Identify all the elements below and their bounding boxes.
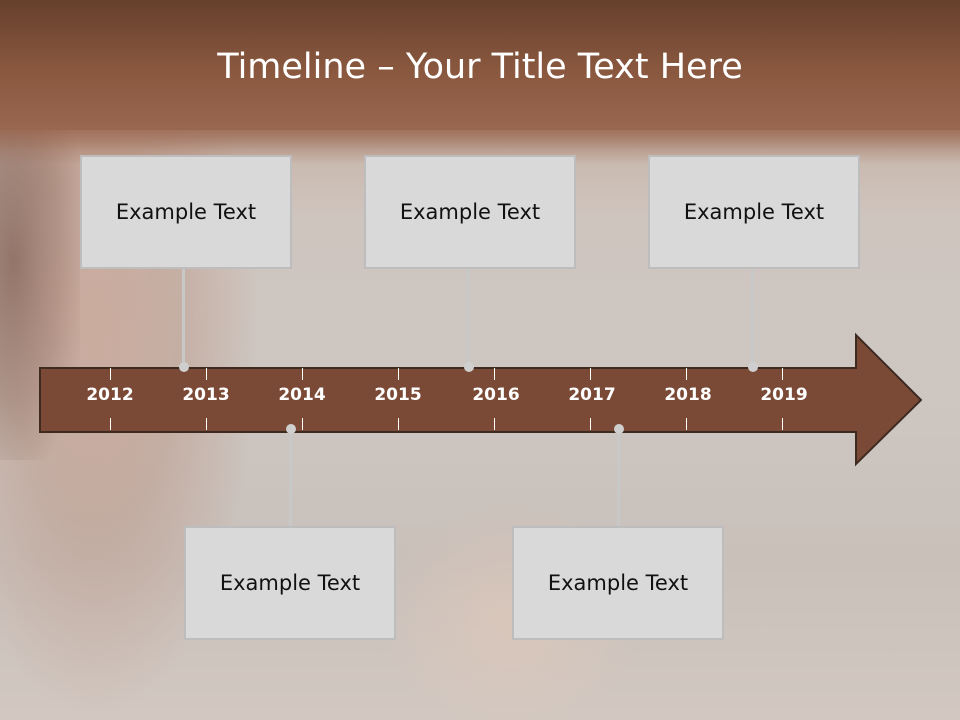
timeline-tick xyxy=(782,368,783,380)
timeline-tick xyxy=(590,418,591,430)
timeline-tick xyxy=(494,418,495,430)
event-box[interactable]: Example Text xyxy=(364,155,576,269)
timeline-marker-dot xyxy=(614,424,624,434)
connector-line xyxy=(617,429,620,526)
event-box[interactable]: Example Text xyxy=(512,526,724,640)
connector-line xyxy=(751,269,754,367)
timeline-marker-dot xyxy=(748,362,758,372)
year-label-2013: 2013 xyxy=(182,385,230,405)
timeline-marker-dot xyxy=(286,424,296,434)
event-box[interactable]: Example Text xyxy=(648,155,860,269)
timeline-tick xyxy=(686,418,687,430)
timeline-tick xyxy=(398,368,399,380)
timeline-tick xyxy=(206,368,207,380)
timeline-tick xyxy=(302,368,303,380)
year-label-2018: 2018 xyxy=(664,385,712,405)
timeline-tick xyxy=(302,418,303,430)
event-box[interactable]: Example Text xyxy=(184,526,396,640)
event-text: Example Text xyxy=(115,200,257,224)
slide-title[interactable]: Timeline – Your Title Text Here xyxy=(217,47,743,87)
timeline-marker-dot xyxy=(464,362,474,372)
event-text: Example Text xyxy=(399,200,541,224)
timeline-tick xyxy=(590,368,591,380)
timeline-tick xyxy=(782,418,783,430)
year-label-2012: 2012 xyxy=(86,385,134,405)
event-text: Example Text xyxy=(683,200,825,224)
timeline-tick xyxy=(494,368,495,380)
event-box[interactable]: Example Text xyxy=(80,155,292,269)
header-band xyxy=(0,0,960,130)
year-label-2017: 2017 xyxy=(568,385,616,405)
year-label-2016: 2016 xyxy=(472,385,520,405)
timeline-tick xyxy=(686,368,687,380)
timeline-tick xyxy=(398,418,399,430)
timeline-tick xyxy=(110,418,111,430)
connector-line xyxy=(467,269,470,367)
year-label-2015: 2015 xyxy=(374,385,422,405)
connector-line xyxy=(289,429,292,526)
timeline-tick xyxy=(110,368,111,380)
year-label-2019: 2019 xyxy=(760,385,808,405)
event-text: Example Text xyxy=(219,571,361,595)
connector-line xyxy=(182,269,185,367)
timeline-marker-dot xyxy=(179,362,189,372)
year-label-2014: 2014 xyxy=(278,385,326,405)
event-text: Example Text xyxy=(547,571,689,595)
timeline-tick xyxy=(206,418,207,430)
